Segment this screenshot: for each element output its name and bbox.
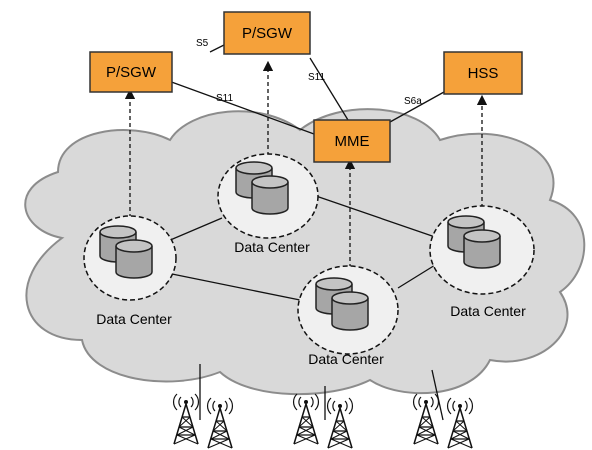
hss-node: HSS [443,51,523,95]
s6a-label: S6a [404,96,422,107]
cell-tower-icon [206,397,234,449]
s11-left-label: S11 [216,93,233,104]
datacenter-links [127,195,441,301]
s11-right-label: S11 [308,72,325,83]
cell-tower-icon [292,393,320,445]
dashed-arrows [124,60,488,268]
s5-label: S5 [196,38,209,49]
datacenter-label-right: Data Center [450,303,526,319]
cell-tower-icon [412,393,440,445]
pgw-top-label: P/SGW [242,25,293,42]
pgw-left-label: P/SGW [106,64,157,81]
cell-tower-icon [446,397,474,449]
pgw-top-node: P/SGW [223,11,311,55]
cell-tower-icon [326,397,354,449]
tower-links [199,364,444,421]
core-links [165,41,445,135]
mme-label: MME [335,133,370,150]
cell-tower-icon [172,393,200,445]
cloud-network [24,108,586,396]
pgw-left-node: P/SGW [89,51,173,93]
mme-node: MME [313,119,391,163]
datacenter-label-left: Data Center [96,311,172,327]
datacenter-label-middle: Data Center [308,351,384,367]
datacenter-label-top: Data Center [234,239,310,255]
hss-label: HSS [468,65,499,82]
